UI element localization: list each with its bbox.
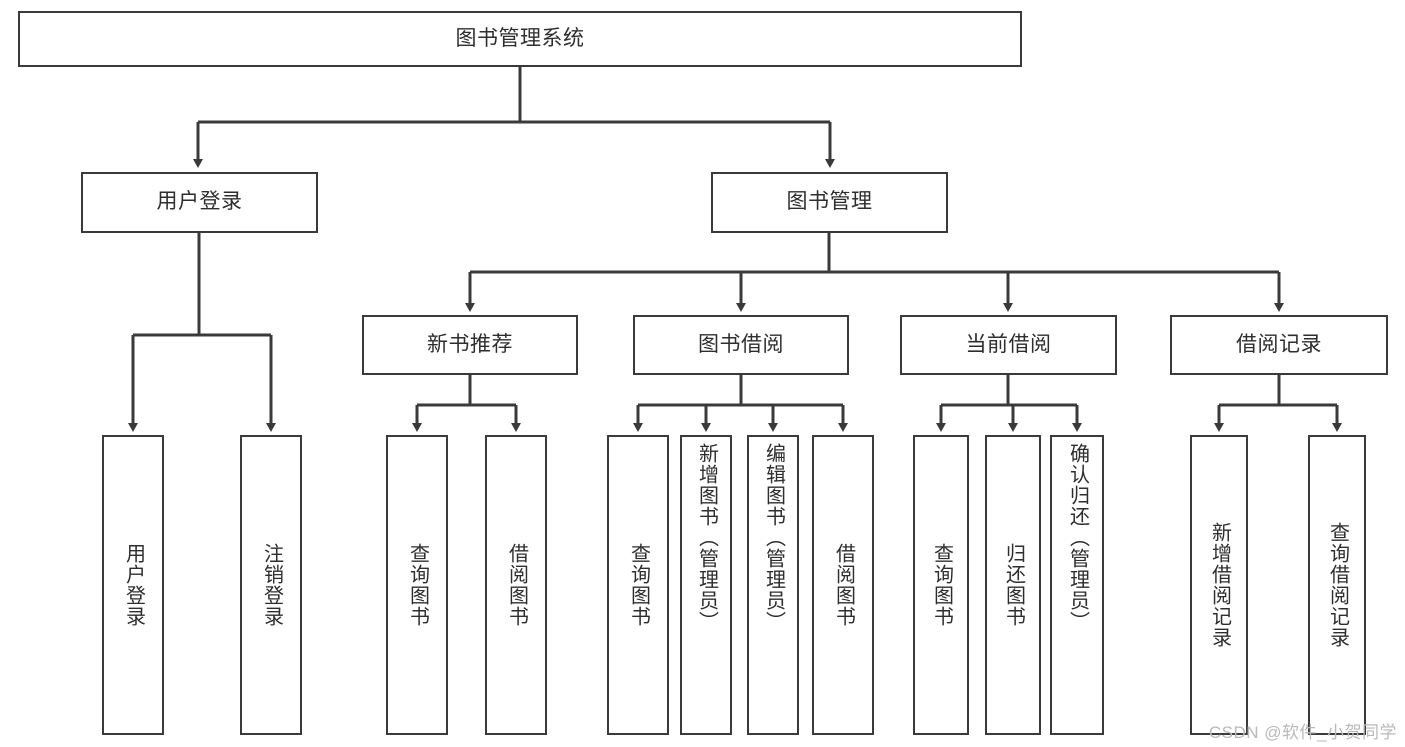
node-borrow-record[interactable]: 借阅记录 bbox=[1170, 315, 1388, 375]
node-leaf-query-book-2-label: 查询图书 bbox=[627, 543, 650, 627]
node-root-label: 图书管理系统 bbox=[455, 26, 585, 50]
node-leaf-borrow-book-1-label: 借阅图书 bbox=[505, 543, 528, 627]
node-book-borrow-label: 图书借阅 bbox=[698, 332, 784, 356]
node-leaf-add-book[interactable]: 新增图书（管理员） bbox=[680, 435, 732, 735]
node-book-manage[interactable]: 图书管理 bbox=[711, 172, 948, 233]
node-leaf-edit-book[interactable]: 编辑图书（管理员） bbox=[747, 435, 799, 735]
node-leaf-logout-label: 注销登录 bbox=[260, 543, 283, 627]
node-leaf-logout[interactable]: 注销登录 bbox=[240, 435, 302, 735]
node-user-login-label: 用户登录 bbox=[156, 190, 243, 214]
node-leaf-query-book-2[interactable]: 查询图书 bbox=[607, 435, 669, 735]
node-leaf-user-login-label: 用户登录 bbox=[122, 543, 145, 627]
node-leaf-query-record[interactable]: 查询借阅记录 bbox=[1308, 435, 1366, 735]
node-leaf-add-record-label: 新增借阅记录 bbox=[1208, 522, 1231, 648]
node-leaf-borrow-book-1[interactable]: 借阅图书 bbox=[485, 435, 547, 735]
node-new-book-recommend-label: 新书推荐 bbox=[427, 332, 513, 356]
node-book-manage-label: 图书管理 bbox=[786, 190, 873, 214]
node-leaf-confirm-return[interactable]: 确认归还（管理员） bbox=[1050, 435, 1104, 735]
node-borrow-record-label: 借阅记录 bbox=[1236, 332, 1322, 356]
node-leaf-confirm-return-label: 确认归还（管理员） bbox=[1066, 443, 1089, 632]
node-current-borrow[interactable]: 当前借阅 bbox=[900, 315, 1117, 375]
node-current-borrow-label: 当前借阅 bbox=[965, 332, 1052, 356]
node-user-login[interactable]: 用户登录 bbox=[81, 172, 318, 233]
node-leaf-query-record-label: 查询借阅记录 bbox=[1326, 522, 1349, 648]
node-leaf-query-book-3-label: 查询图书 bbox=[930, 543, 953, 627]
node-new-book-recommend[interactable]: 新书推荐 bbox=[362, 315, 578, 375]
node-leaf-return-book-label: 归还图书 bbox=[1002, 543, 1025, 627]
node-leaf-add-record[interactable]: 新增借阅记录 bbox=[1190, 435, 1248, 735]
node-leaf-borrow-book-2-label: 借阅图书 bbox=[832, 543, 855, 627]
node-leaf-borrow-book-2[interactable]: 借阅图书 bbox=[812, 435, 874, 735]
node-leaf-add-book-label: 新增图书（管理员） bbox=[695, 443, 718, 632]
node-leaf-query-book-1[interactable]: 查询图书 bbox=[386, 435, 448, 735]
node-leaf-user-login[interactable]: 用户登录 bbox=[102, 435, 164, 735]
node-leaf-query-book-1-label: 查询图书 bbox=[406, 543, 429, 627]
node-root[interactable]: 图书管理系统 bbox=[18, 11, 1022, 67]
node-leaf-query-book-3[interactable]: 查询图书 bbox=[913, 435, 969, 735]
node-leaf-edit-book-label: 编辑图书（管理员） bbox=[762, 443, 785, 632]
node-leaf-return-book[interactable]: 归还图书 bbox=[985, 435, 1041, 735]
node-book-borrow[interactable]: 图书借阅 bbox=[633, 315, 849, 375]
